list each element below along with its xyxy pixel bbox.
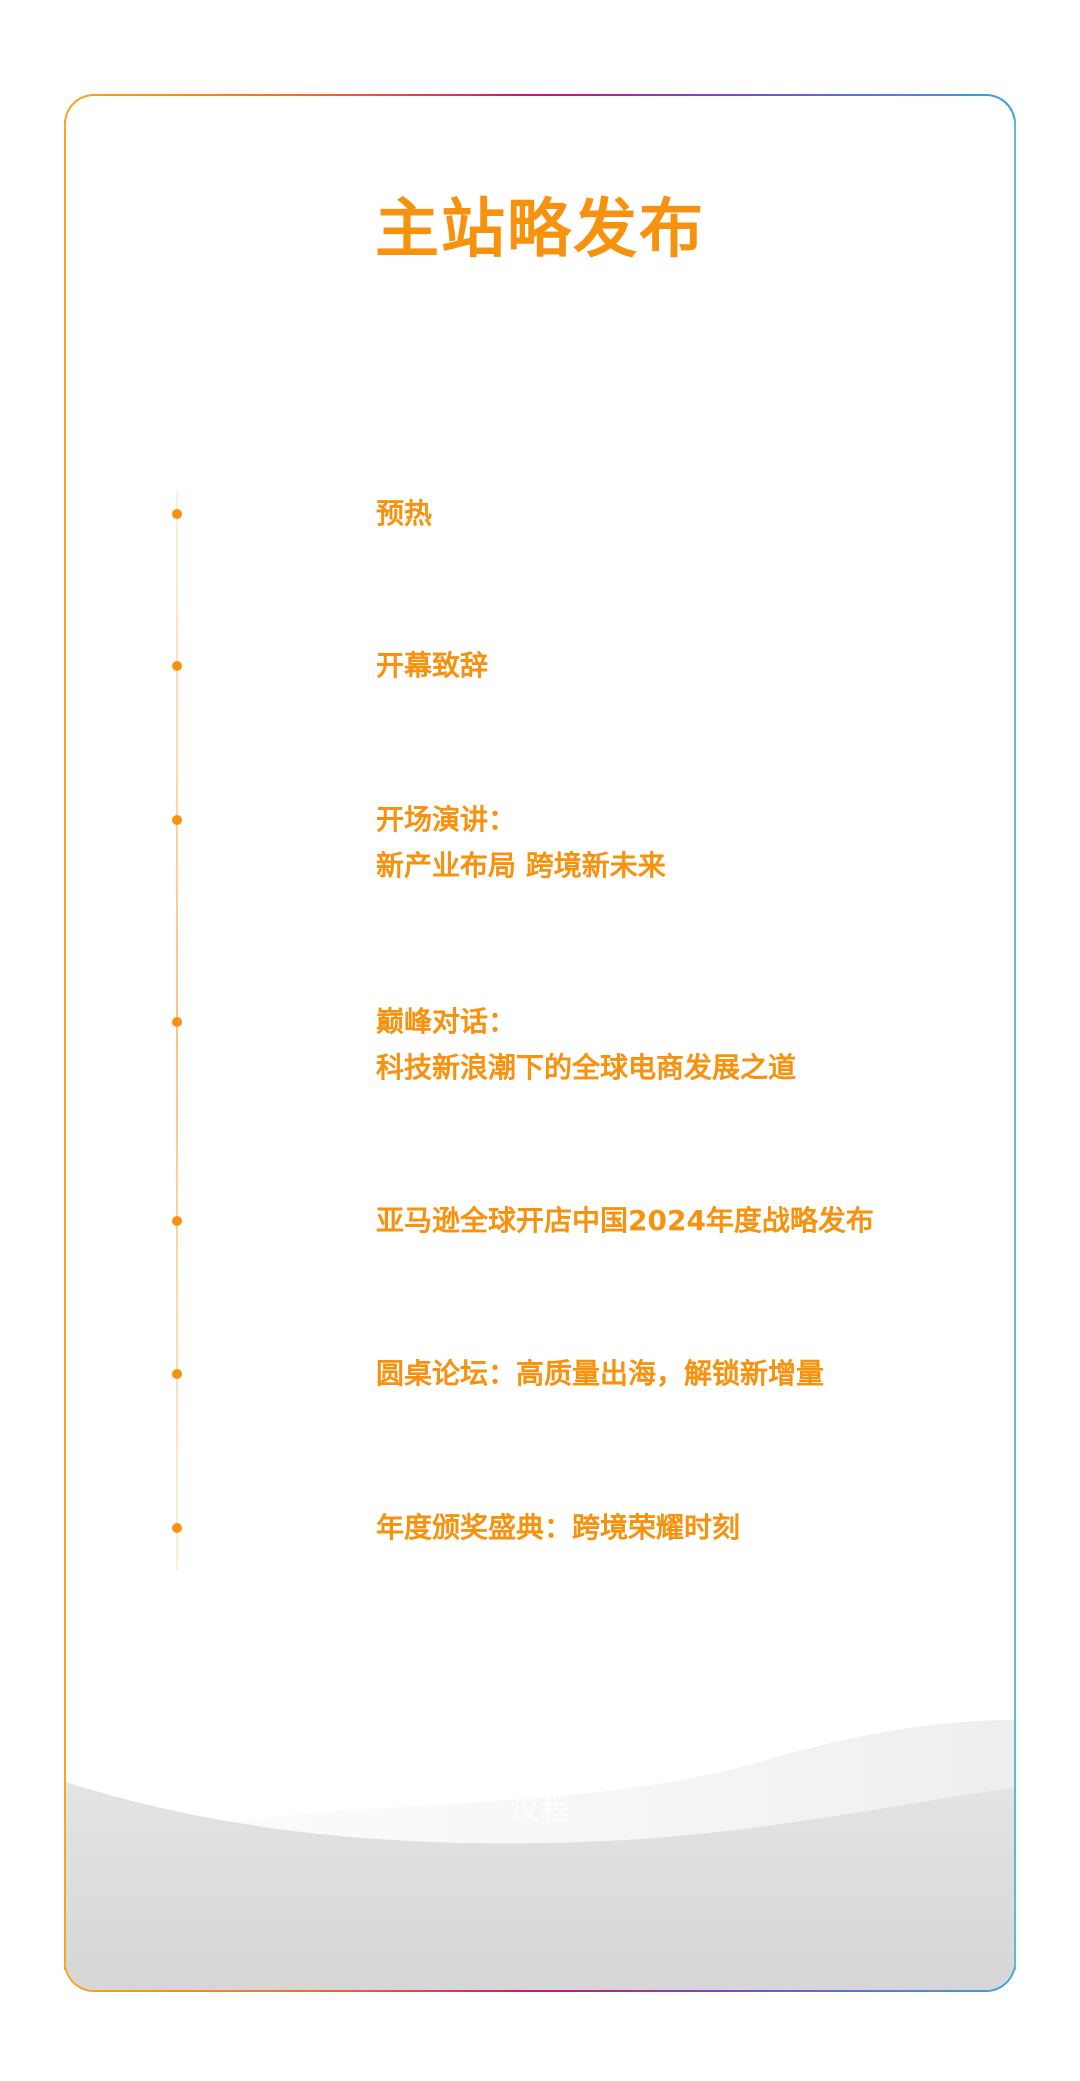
timeline-bullet [172, 1017, 182, 1027]
timeline-line [176, 490, 178, 1570]
agenda-item-sublabel: 科技新浪潮下的全球电商发展之道 [376, 1051, 797, 1084]
wave-caption: 议程 [510, 1793, 570, 1828]
card-right-edge [1014, 120, 1016, 1970]
page-title: 主站略发布 [375, 193, 705, 267]
agenda-item-label: 亚马逊全球开店中国2024年度战略发布 [376, 1204, 874, 1237]
agenda-item-label: 圆桌论坛：高质量出海，解锁新增量 [376, 1357, 825, 1390]
card-left-edge [64, 120, 66, 1970]
agenda-card-body [66, 96, 1014, 1990]
agenda-item-label: 开幕致辞 [376, 649, 489, 682]
timeline-bullet [172, 1216, 182, 1226]
agenda-item-label: 巅峰对话： [376, 1005, 517, 1038]
agenda-card [64, 94, 1016, 1992]
timeline-bullet [172, 815, 182, 825]
agenda-item-label: 开场演讲： [376, 803, 517, 836]
timeline-bullet [172, 1369, 182, 1379]
agenda-item-label: 年度颁奖盛典：跨境荣耀时刻 [376, 1511, 741, 1544]
wave-decoration [66, 1720, 1014, 1990]
timeline-bullet [172, 1523, 182, 1533]
agenda-item-label: 预热 [376, 497, 433, 530]
timeline-bullet [172, 661, 182, 671]
agenda-item-sublabel: 新产业布局 跨境新未来 [376, 849, 666, 882]
timeline-bullet [172, 509, 182, 519]
